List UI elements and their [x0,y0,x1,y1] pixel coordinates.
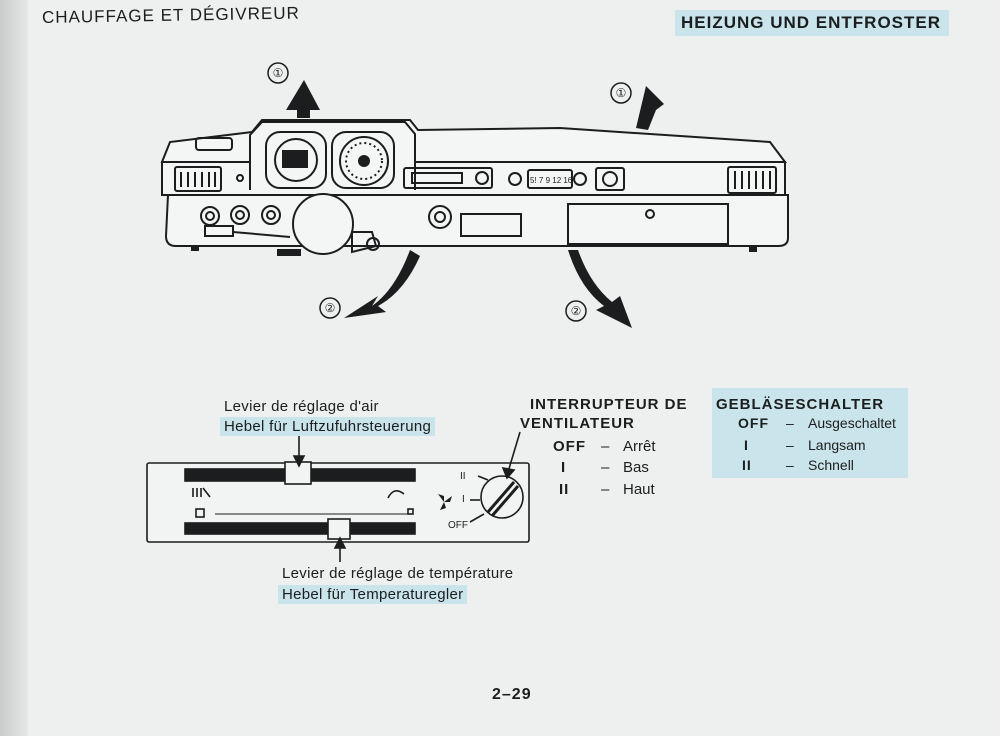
fan-speed-row-fr-high: II –Haut [553,481,655,498]
switch-mark-ii: II [460,471,466,482]
temp-lever-pointer-icon [333,536,347,549]
fan-switch-title-french-line2: VENTILATEUR [520,415,635,432]
speed-key: I [744,437,749,453]
arrow-down-left-icon [344,250,420,318]
speed-value: Ausgeschaltet [808,415,896,431]
heater-control-panel [146,461,530,543]
speed-value: Bas [623,459,649,476]
callout-2-left [319,297,341,319]
speed-key: II [559,481,570,498]
arrow-up-right-icon [636,86,664,130]
air-lever-label-german: Hebel für Luftzufuhrsteuerung [220,417,436,436]
page-binding-shadow [0,0,28,736]
fan-speed-row-fr-low: I –Bas [553,459,649,476]
air-lever-label-french: Levier de réglage d'air [224,398,379,415]
arrow-down-right-icon [568,250,632,328]
callout-2-right-label: ② [571,304,582,318]
radio-dial-text: 5! 7 9 12 16 [530,176,573,185]
callout-1-left [267,62,289,84]
header-title-german: HEIZUNG UND ENTFROSTER [675,10,949,36]
temp-lever-handle [327,518,351,540]
speed-dash: – [786,457,794,473]
speed-value: Arrêt [623,438,656,455]
fan-icon [438,494,452,510]
speed-dash: – [601,438,610,455]
speed-key: I [561,459,567,476]
fan-speed-row-de-low: I –Langsam [738,437,866,453]
speed-value: Schnell [808,457,854,473]
fan-speed-row-fr-off: OFF–Arrêt [553,438,656,455]
fan-speed-row-de-high: II –Schnell [738,457,854,473]
fan-speed-row-de-off: OFF –Ausgeschaltet [738,415,896,431]
callout-1-left-label: ① [273,66,284,80]
fan-switch-pointer-icon [501,466,516,480]
speed-key: OFF [738,415,769,431]
speed-dash: – [786,437,794,453]
switch-mark-i: I [462,494,465,505]
speed-value: Haut [623,481,655,498]
fan-switch-german-box [712,388,908,478]
callout-2-left-label: ② [325,301,336,315]
arrow-up-left-icon [286,80,320,118]
page-number: 2–29 [492,686,532,703]
speed-dash: – [786,415,794,431]
speed-key: II [742,457,752,473]
callout-1-right-label: ① [616,86,627,100]
temp-lever-label-german: Hebel für Temperaturegler [278,585,468,604]
speed-dash: – [601,481,610,498]
speed-dash: – [601,459,610,476]
fan-switch-title-german: GEBLÄSESCHALTER [716,396,885,413]
speed-key: OFF [553,438,586,455]
fan-switch-title-french-line1: INTERRUPTEUR DE [530,396,688,413]
temp-lever-label-french: Levier de réglage de température [282,565,514,582]
speed-value: Langsam [808,437,866,453]
air-lever-pointer-icon [292,455,306,468]
switch-mark-off: OFF [448,520,468,531]
callout-2-right [565,300,587,322]
callout-1-right [610,82,632,104]
